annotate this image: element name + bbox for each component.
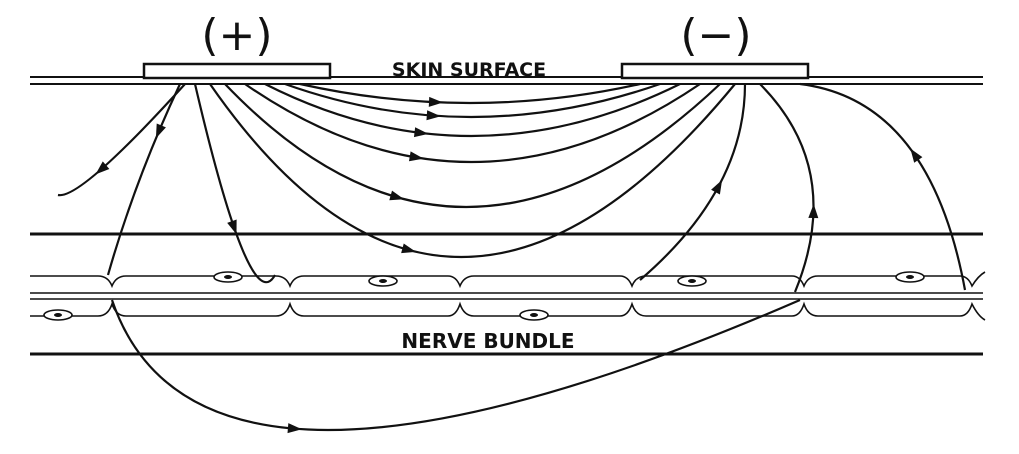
field-line bbox=[193, 83, 276, 284]
field-line bbox=[244, 83, 701, 163]
field-arrow bbox=[227, 219, 237, 235]
field-arrow bbox=[711, 179, 723, 195]
nucleus bbox=[895, 271, 925, 283]
current-field-lines bbox=[57, 82, 967, 434]
nucleus bbox=[43, 309, 73, 321]
field-arrow bbox=[426, 110, 441, 121]
negative-electrode bbox=[620, 62, 810, 80]
schwann-cell-nuclei bbox=[43, 271, 925, 321]
nucleus bbox=[519, 309, 549, 321]
field-arrow bbox=[389, 190, 405, 201]
field-arrow bbox=[95, 161, 110, 175]
field-arrow bbox=[428, 96, 443, 107]
field-arrow bbox=[910, 148, 923, 163]
field-line bbox=[799, 82, 967, 291]
negative-electrode-label: (−) bbox=[680, 10, 751, 61]
field-line bbox=[57, 83, 186, 197]
field-arrow bbox=[401, 243, 416, 254]
field-arrow bbox=[808, 204, 819, 219]
field-line bbox=[264, 83, 681, 138]
field-arrow bbox=[155, 123, 166, 139]
nerve-bundle-label: NERVE BUNDLE bbox=[401, 329, 574, 353]
field-line bbox=[284, 82, 661, 119]
field-line bbox=[224, 83, 721, 209]
nerve-fiber bbox=[30, 271, 986, 321]
field-line bbox=[759, 83, 815, 293]
field-line bbox=[110, 298, 801, 432]
field-arrow bbox=[408, 151, 424, 162]
positive-electrode bbox=[142, 62, 332, 80]
field-line bbox=[299, 82, 641, 105]
field-line bbox=[209, 83, 736, 259]
field-line bbox=[106, 83, 181, 276]
positive-electrode-label: (+) bbox=[201, 10, 272, 61]
field-line bbox=[639, 83, 747, 281]
skin-surface-label: SKIN SURFACE bbox=[392, 59, 546, 81]
nucleus bbox=[677, 275, 707, 287]
nucleus bbox=[368, 275, 398, 287]
field-arrow bbox=[413, 127, 429, 138]
nucleus bbox=[213, 271, 243, 283]
field-arrow bbox=[287, 423, 302, 434]
